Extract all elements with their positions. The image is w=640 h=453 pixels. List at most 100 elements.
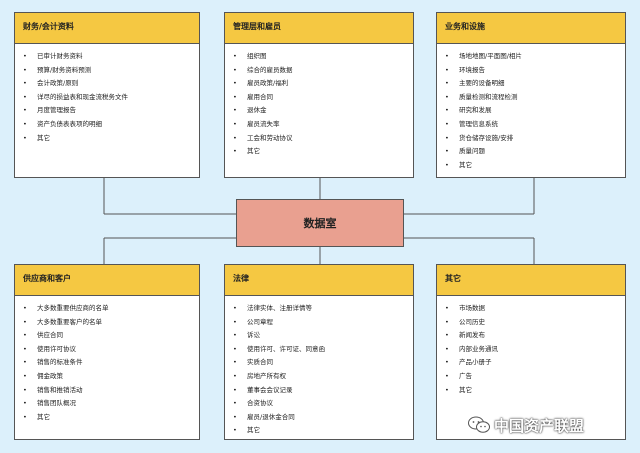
- list-item: • 主要的设备明细: [445, 77, 619, 91]
- list-item-text: 雇员政策/福利: [247, 79, 289, 88]
- list-item-text: 质量问题: [459, 147, 485, 156]
- box-legal: 法律 •法律实体、注册详情等•公司章程•诉讼•使用许可、许可证、同意函•实质合同…: [224, 264, 414, 440]
- data-room-node: 数据室: [236, 199, 404, 247]
- list-item-text: 内部业务通讯: [459, 344, 498, 353]
- box-other: 其它 •市场数据•公司历史•新闻发布•内部业务通讯•产品小册子•广告•其它: [436, 264, 626, 440]
- bullet-icon: •: [23, 412, 27, 421]
- list-item-text: 主要的设备明细: [459, 79, 505, 88]
- list-item: • 雇员流失率: [233, 118, 407, 132]
- list-item: •大多数重要供应商的名单: [23, 302, 193, 316]
- list-item-text: 退休金: [247, 106, 267, 115]
- box-title: 法律: [225, 265, 413, 296]
- list-item-text: 使用许可协议: [37, 344, 76, 353]
- box-item-list: •已审计财务资料•预算/财务资料预测•会计政策/原则•详尽的损益表和现金流税务文…: [15, 44, 199, 145]
- bullet-icon: •: [23, 399, 27, 408]
- bullet-icon: •: [233, 399, 237, 408]
- list-item: • 雇员/退休金合同: [233, 411, 407, 425]
- bullet-icon: •: [445, 371, 449, 380]
- list-item: • 预算/财务资料预测: [23, 64, 193, 78]
- bullet-icon: •: [233, 65, 237, 74]
- bullet-icon: •: [445, 65, 449, 74]
- list-item-text: 其它: [459, 160, 472, 169]
- list-item-text: 环境报告: [459, 65, 485, 74]
- bullet-icon: •: [23, 52, 27, 60]
- list-item: •质量检测和流程检测: [445, 91, 619, 105]
- list-item-text: 详尽的损益表和现金流税务文件: [37, 92, 128, 101]
- bullet-icon: •: [23, 344, 27, 353]
- list-item: •资产负债表表项的明细: [23, 118, 193, 132]
- list-item-text: 资产负债表表项的明细: [37, 119, 102, 128]
- list-item-text: 产品小册子: [459, 358, 492, 367]
- bullet-icon: •: [233, 119, 237, 128]
- bullet-icon: •: [445, 133, 449, 142]
- list-item: • 详尽的损益表和现金流税务文件: [23, 91, 193, 105]
- bullet-icon: •: [23, 106, 27, 115]
- box-item-list: •组织图•综合的雇员数据•雇员政策/福利•雇用合同•退休金•雇员流失率•工会和劳…: [225, 44, 413, 159]
- box-business-facilities: 业务和设施 •场地地图/平面图/相片•环境报告•主要的设备明细•质量检测和流程检…: [436, 12, 626, 178]
- list-item-text: 大多数重要供应商的名单: [37, 304, 109, 312]
- list-item: • 研究和发展: [445, 104, 619, 118]
- bullet-icon: •: [233, 344, 237, 353]
- list-item: •佣金政策: [23, 370, 193, 384]
- list-item: •雇员政策/福利: [233, 77, 407, 91]
- list-item: • 使用许可、许可证、同意函: [233, 343, 407, 357]
- list-item-text: 预算/财务资料预测: [37, 65, 92, 74]
- list-item: •实质合同: [233, 356, 407, 370]
- list-item-text: 销售和推销活动: [37, 385, 83, 394]
- list-item: • 内部业务通讯: [445, 343, 619, 357]
- list-item: •其它: [445, 384, 619, 398]
- bullet-icon: •: [233, 426, 237, 435]
- list-item: •场地地图/平面图/相片: [445, 50, 619, 64]
- box-title: 供应商和客户: [15, 265, 199, 296]
- list-item: •其它: [233, 145, 407, 159]
- list-item-text: 管理信息系统: [459, 119, 498, 128]
- bullet-icon: •: [445, 79, 449, 88]
- list-item: •销售的标准条件: [23, 356, 193, 370]
- list-item: •其它: [23, 132, 193, 146]
- list-item: •工会和劳动协议: [233, 132, 407, 146]
- bullet-icon: •: [23, 65, 27, 74]
- list-item-text: 雇用合同: [247, 92, 273, 101]
- list-item-text: 实质合同: [247, 358, 273, 367]
- box-item-list: •大多数重要供应商的名单•大多数重要客户的名单•供应合同•使用许可协议•销售的标…: [15, 296, 199, 424]
- list-item: •法律实体、注册详情等: [233, 302, 407, 316]
- bullet-icon: •: [445, 385, 449, 394]
- bullet-icon: •: [233, 371, 237, 380]
- bullet-icon: •: [23, 371, 27, 380]
- list-item-text: 法律实体、注册详情等: [247, 304, 312, 312]
- bullet-icon: •: [445, 119, 449, 128]
- list-item-text: 质量检测和流程检测: [459, 92, 518, 101]
- bullet-icon: •: [23, 385, 27, 394]
- list-item: •公司章程: [233, 316, 407, 330]
- bullet-icon: •: [233, 133, 237, 142]
- list-item: • 其它: [233, 424, 407, 438]
- list-item-text: 研究和发展: [459, 106, 492, 115]
- list-item: •房地产所有权: [233, 370, 407, 384]
- bullet-icon: •: [23, 92, 27, 101]
- list-item-text: 广告: [459, 371, 472, 380]
- box-item-list: •法律实体、注册详情等•公司章程•诉讼•使用许可、许可证、同意函•实质合同•房地…: [225, 296, 413, 438]
- list-item-text: 供应合同: [37, 331, 63, 340]
- box-suppliers-customers: 供应商和客户 •大多数重要供应商的名单•大多数重要客户的名单•供应合同•使用许可…: [14, 264, 200, 440]
- list-item-text: 雇员流失率: [247, 119, 280, 128]
- bullet-icon: •: [233, 412, 237, 421]
- bullet-icon: •: [445, 358, 449, 367]
- list-item-text: 公司章程: [247, 317, 273, 326]
- list-item-text: 综合的雇员数据: [247, 65, 293, 74]
- list-item: • 使用许可协议: [23, 343, 193, 357]
- list-item-text: 销售团队概况: [37, 399, 76, 408]
- wechat-icon: [468, 416, 490, 434]
- list-item-text: 销售的标准条件: [37, 358, 83, 367]
- bullet-icon: •: [445, 344, 449, 353]
- list-item-text: 月度管理报告: [37, 106, 76, 115]
- list-item-text: 使用许可、许可证、同意函: [247, 344, 325, 353]
- list-item: •董事会会议记录: [233, 384, 407, 398]
- list-item-text: 雇员/退休金合同: [247, 412, 295, 421]
- list-item: •供应合同: [23, 329, 193, 343]
- list-item-text: 其它: [247, 426, 260, 435]
- list-item-text: 市场数据: [459, 304, 485, 312]
- bullet-icon: •: [445, 106, 449, 115]
- list-item: •新闻发布: [445, 329, 619, 343]
